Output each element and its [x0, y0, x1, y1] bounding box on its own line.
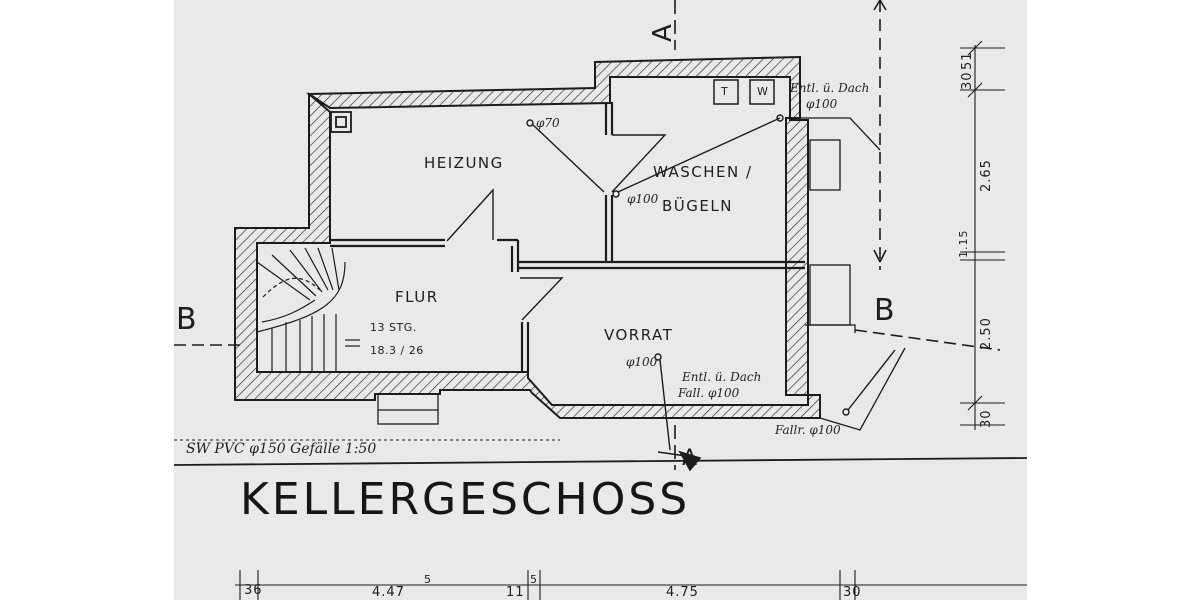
chimney: [330, 111, 352, 133]
dim-right-1: 30: [960, 71, 975, 90]
room-label-waschen: WASCHEN /: [653, 163, 753, 181]
pipe-vorrat-label: φ100: [626, 355, 658, 369]
room-label-buegeln: BÜGELN: [662, 197, 733, 215]
fall-right-label: Fallr. φ100: [775, 423, 841, 437]
washer-label: W: [757, 85, 769, 98]
vent-bottom-label: Entl. ü. Dach: [682, 370, 762, 384]
dryer-label: T: [721, 85, 729, 98]
door-swings: [446, 134, 667, 321]
vent-bottom-size: Fall. φ100: [678, 386, 740, 400]
dim-right-4: 1.15: [957, 229, 970, 259]
dim-bottom-1: 36: [244, 583, 263, 598]
dim-bottom-3: 5: [424, 573, 432, 586]
pipe-lines: [526, 114, 896, 451]
dim-bottom-7: 30: [843, 585, 862, 600]
room-label-heizung: HEIZUNG: [424, 154, 504, 172]
exterior-features: [377, 117, 906, 431]
stairs-steps: 13 STG.: [370, 321, 417, 334]
room-label-vorrat: VORRAT: [604, 326, 674, 344]
dim-right-5: 2.50: [979, 317, 994, 350]
outer-walls: [234, 55, 821, 419]
dim-bottom-4: 11: [506, 585, 525, 600]
staircase: [256, 247, 360, 372]
vent-top-label: Entl. ü. Dach: [790, 81, 870, 95]
sewer-line: [173, 439, 1028, 466]
plan-title: KELLERGESCHOSS: [240, 474, 691, 525]
wall-outline: [234, 55, 821, 419]
vent-top-size: φ100: [806, 97, 838, 111]
dim-bottom-6: 4.75: [666, 585, 699, 600]
room-label-flur: FLUR: [395, 288, 439, 306]
appliance-boxes: [713, 79, 775, 105]
dim-right-3: 2.65: [979, 159, 994, 192]
section-mark-b-right: B: [874, 293, 895, 328]
section-mark-a-top: A: [648, 24, 678, 42]
sewer-label: SW PVC φ150 Gefälle 1:50: [186, 441, 377, 457]
section-mark-b-left: B: [176, 302, 197, 337]
pipe-waschen-label: φ100: [627, 192, 659, 206]
interior-walls: [330, 102, 805, 372]
section-mark-a-bottom: A: [682, 446, 698, 471]
pipe-heizung-label: φ70: [536, 116, 560, 130]
stairs-ratio: 18.3 / 26: [370, 344, 424, 357]
dim-bottom-2: 4.47: [372, 585, 405, 600]
dim-bottom-5: 5: [530, 573, 538, 586]
dim-right-6: 30: [979, 409, 994, 428]
dimension-lines-bottom: [235, 570, 1027, 600]
dim-right-2: 51: [960, 51, 975, 70]
dimension-lines-right: [960, 40, 1005, 430]
